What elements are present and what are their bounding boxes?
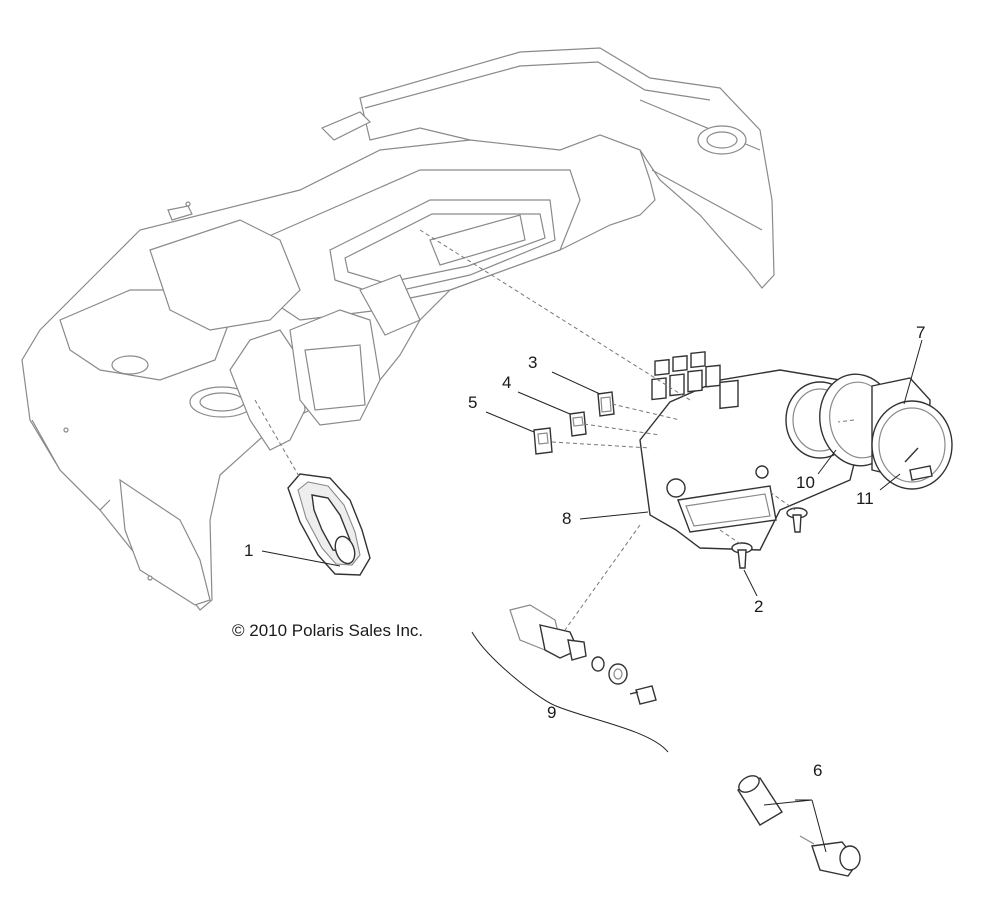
part-2-fastener-right (786, 507, 808, 533)
callout-9: 9 (547, 703, 556, 722)
part-1-handle (287, 473, 371, 576)
callout-11: 11 (856, 489, 874, 508)
alignment-lines (419, 229, 855, 546)
part-11-gauge (871, 377, 953, 490)
callout-10: 10 (796, 473, 815, 492)
copyright-notice: © 2010 Polaris Sales Inc. (232, 621, 423, 640)
part-8-instrument-panel (639, 351, 861, 551)
part-4-switch (569, 411, 587, 437)
part-3-switch (597, 391, 615, 417)
part-5-switch (533, 427, 553, 455)
part-1-dash (254, 399, 301, 479)
callout-4: 4 (502, 373, 511, 392)
callout-8: 8 (562, 509, 571, 528)
callout-7: 7 (916, 323, 925, 342)
part-9-ignition-switch (509, 604, 657, 705)
leader-lines (261, 339, 923, 853)
callout-2: 2 (754, 597, 763, 616)
part-9-dash (564, 524, 641, 631)
callout-1: 1 (244, 541, 253, 560)
part-2-fastener-left (731, 542, 753, 569)
dashboard-shell (21, 47, 775, 611)
part-6-power-outlet (737, 775, 861, 877)
callout-3: 3 (528, 353, 537, 372)
callout-5: 5 (468, 393, 477, 412)
callout-6: 6 (813, 761, 822, 780)
